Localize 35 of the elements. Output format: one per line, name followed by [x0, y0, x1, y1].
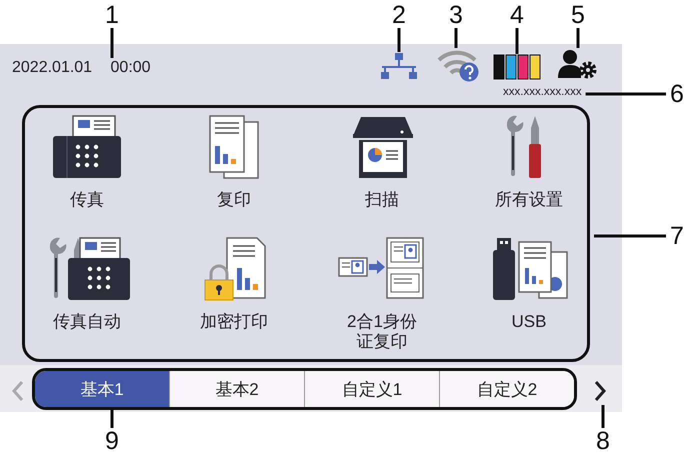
- leader-line: [602, 405, 604, 428]
- tab: 自定义2: [439, 371, 574, 407]
- leader-line: [110, 410, 114, 428]
- touchscreen: [0, 44, 622, 412]
- leader-line: [576, 28, 580, 48]
- app-label: 2合1身份证复印: [346, 312, 418, 352]
- callout-number: 7: [668, 223, 686, 249]
- callout-number: 3: [447, 2, 465, 28]
- leader-line: [454, 28, 458, 48]
- leader-line: [398, 28, 400, 52]
- wired-network-icon: [378, 52, 420, 80]
- app-label: 复印: [217, 190, 251, 210]
- ink-level-icon: [493, 54, 543, 80]
- app-label: 扫描: [365, 190, 399, 210]
- date-time-text: 2022.01.01 00:00: [12, 58, 151, 78]
- leader-line: [110, 28, 114, 58]
- leader-line: [516, 28, 518, 54]
- callout-number: 1: [103, 2, 121, 28]
- leader-line: [594, 234, 666, 238]
- app-label: 传真: [70, 190, 104, 210]
- callout-number: 8: [594, 428, 612, 454]
- tab-bar: [32, 368, 577, 410]
- app-label: 传真自动: [53, 312, 121, 332]
- callout-number: 2: [390, 2, 408, 28]
- callout-number: 4: [508, 2, 526, 28]
- callout-number: 9: [103, 428, 121, 454]
- app-label: 所有设置: [495, 190, 563, 210]
- callout-number: 6: [668, 81, 686, 107]
- callout-number: 5: [569, 2, 587, 28]
- app-label: 加密打印: [200, 312, 268, 332]
- ip-address-text: xxx.xxx.xxx.xxx: [503, 85, 582, 99]
- wifi-status-icon: [435, 48, 481, 82]
- tab: 基本1: [35, 371, 169, 407]
- app-label: USB: [512, 312, 546, 332]
- app-panel: [22, 105, 590, 362]
